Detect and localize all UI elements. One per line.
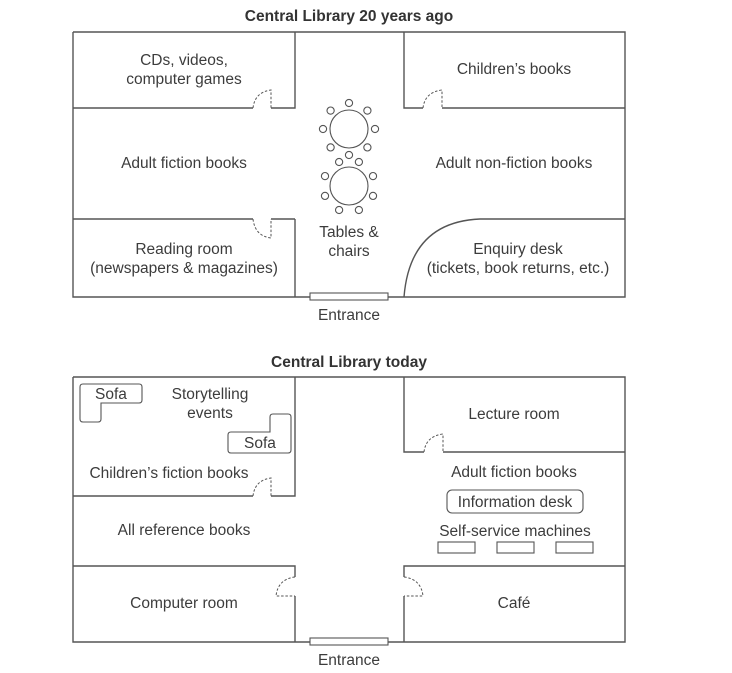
door-cafe [403,576,424,597]
room-reference: All reference books [118,522,251,539]
room-childrens-books: Children’s books [457,61,572,78]
storytelling-line1: Storytelling [172,386,249,403]
chair [318,124,328,134]
chair [368,171,378,181]
room-childrens-fiction: Children’s fiction books [89,465,248,482]
door-lecture-room [423,433,444,453]
sofa-2 [227,413,292,454]
self-service-machine [555,541,594,554]
room-adult-fiction: Adult fiction books [121,155,247,172]
chair [370,124,380,134]
chair [368,191,378,201]
self-service-machines [437,541,594,554]
chair [363,143,372,152]
room-enquiry-line2: (tickets, book returns, etc.) [427,260,610,277]
chair [354,205,364,215]
sofa-1 [79,383,143,423]
tables-label-line2: chairs [328,243,370,260]
door-computer-room [275,576,296,597]
door-cds [252,89,272,109]
self-service-label: Self-service machines [439,523,591,540]
room-adult-nonfiction: Adult non-fiction books [436,155,593,172]
room-lecture: Lecture room [468,406,559,423]
outer-wall [72,31,626,298]
sofa-2-label: Sofa [244,435,276,452]
entrance-door [309,292,389,301]
entrance-door [309,637,389,646]
plan-20-years-ago: Central Library 20 years ago Entrance CD… [72,8,626,324]
room-reading-line1: Reading room [135,241,232,258]
chair [320,191,330,201]
room-cafe: Café [498,595,531,612]
left-block-wall [73,32,296,297]
room-cds-line2: computer games [126,71,242,88]
chair [344,150,354,160]
sofa-1-label: Sofa [95,386,127,403]
entrance-label: Entrance [318,307,380,324]
storytelling-line2: events [187,405,233,422]
door-childrens-fiction [252,477,272,497]
room-cds-line1: CDs, videos, [140,52,228,69]
round-table [329,166,369,206]
left-block-wall [73,377,296,642]
plan-today: Central Library today Entrance Sofa Sofa… [72,354,626,669]
information-desk [446,489,584,514]
tables-label-line1: Tables & [319,224,379,241]
chair [320,171,330,181]
chair [334,157,344,167]
self-service-machine [437,541,476,554]
right-block-wall [403,32,625,298]
tables-and-chairs [318,98,380,215]
chair [326,106,335,115]
plan-now-title: Central Library today [271,354,427,371]
room-enquiry-line1: Enquiry desk [473,241,563,258]
chair [344,98,354,108]
outer-wall [72,376,626,643]
chair [363,106,372,115]
right-block-wall [403,377,625,642]
chair [326,143,335,152]
round-table [329,109,369,149]
room-adult-fiction: Adult fiction books [451,464,577,481]
room-computer: Computer room [130,595,238,612]
entrance-label: Entrance [318,652,380,669]
chair [354,157,364,167]
door-childrens [422,89,443,109]
room-reading-line2: (newspapers & magazines) [90,260,278,277]
chair [334,205,344,215]
self-service-machine [496,541,535,554]
information-desk-label: Information desk [458,494,573,511]
plan-then-title: Central Library 20 years ago [245,8,454,25]
door-reading [252,218,272,239]
